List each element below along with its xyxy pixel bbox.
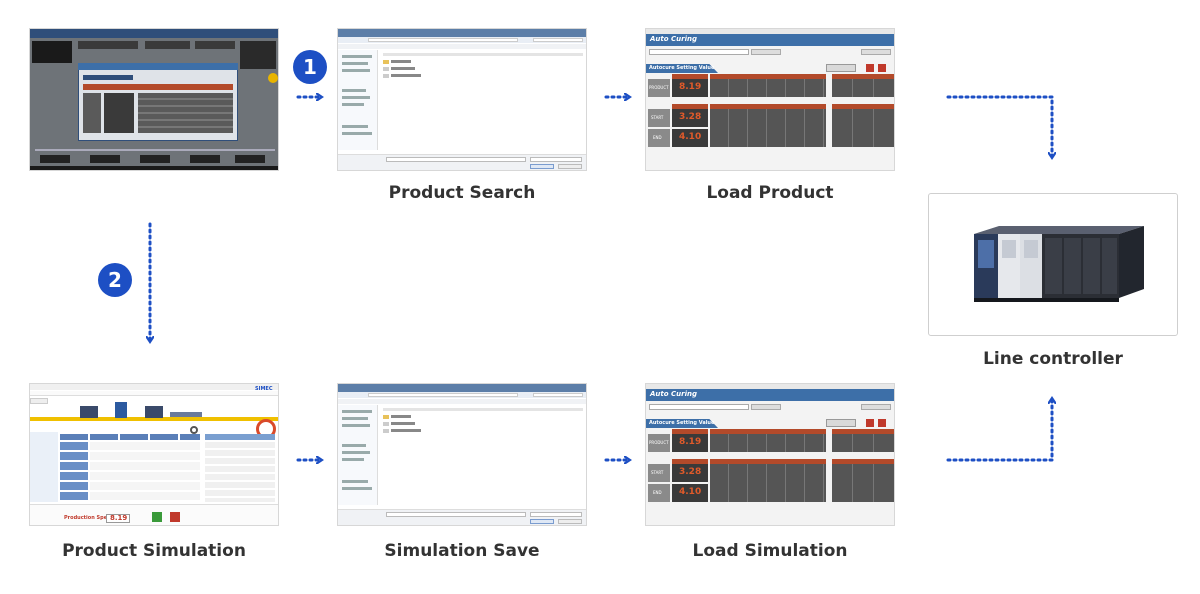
caption-product-simulation: Product Simulation — [62, 541, 246, 561]
hmi-overview-screenshot — [29, 28, 279, 171]
load-simulation-row-value-1: 3.28 — [679, 467, 702, 477]
load-simulation-row-label-2: END — [653, 490, 662, 495]
caption-load-simulation: Load Simulation — [692, 541, 848, 561]
product-simulation-screenshot: SIMEC Production Speed 8.19 — [29, 383, 279, 526]
arrow-to-line-controller-bottom — [946, 400, 1052, 462]
load-simulation-row-label-0: PRODUCT — [649, 440, 669, 445]
load-product-row-value-0: 8.19 — [679, 82, 702, 92]
caption-simulation-save: Simulation Save — [384, 541, 540, 561]
plc-controller-icon — [974, 226, 1144, 302]
simulation-speed-label: Production Speed — [64, 515, 115, 521]
step-badge-1: 1 — [293, 50, 327, 84]
product-search-screenshot — [337, 28, 587, 171]
load-simulation-screenshot: Auto Curing Autocure Setting Value PRODU… — [645, 383, 895, 526]
load-simulation-row-value-2: 4.10 — [679, 487, 702, 497]
load-product-row-value-1: 3.28 — [679, 112, 702, 122]
arrow-to-line-controller-top — [946, 95, 1052, 156]
caption-line-controller: Line controller — [983, 349, 1123, 369]
load-product-screenshot: Auto Curing Autocure Setting Value PRODU… — [645, 28, 895, 171]
load-product-header: Auto Curing — [650, 35, 697, 43]
line-controller-box — [928, 193, 1178, 336]
step-badge-2: 2 — [98, 263, 132, 297]
load-product-row-label-0: PRODUCT — [649, 85, 669, 90]
load-simulation-panel-title: Autocure Setting Value — [649, 420, 715, 426]
load-product-row-value-2: 4.10 — [679, 132, 702, 142]
simulation-speed-value: 8.19 — [110, 514, 128, 522]
caption-load-product: Load Product — [706, 183, 834, 203]
load-product-row-label-1: START — [651, 115, 664, 120]
load-simulation-header: Auto Curing — [650, 390, 697, 398]
caption-product-search: Product Search — [388, 183, 536, 203]
simulation-brand: SIMEC — [255, 386, 273, 392]
simulation-save-screenshot — [337, 383, 587, 526]
load-simulation-row-label-1: START — [651, 470, 664, 475]
load-simulation-row-value-0: 8.19 — [679, 437, 702, 447]
load-product-row-label-2: END — [653, 135, 662, 140]
load-product-panel-title: Autocure Setting Value — [649, 65, 715, 71]
